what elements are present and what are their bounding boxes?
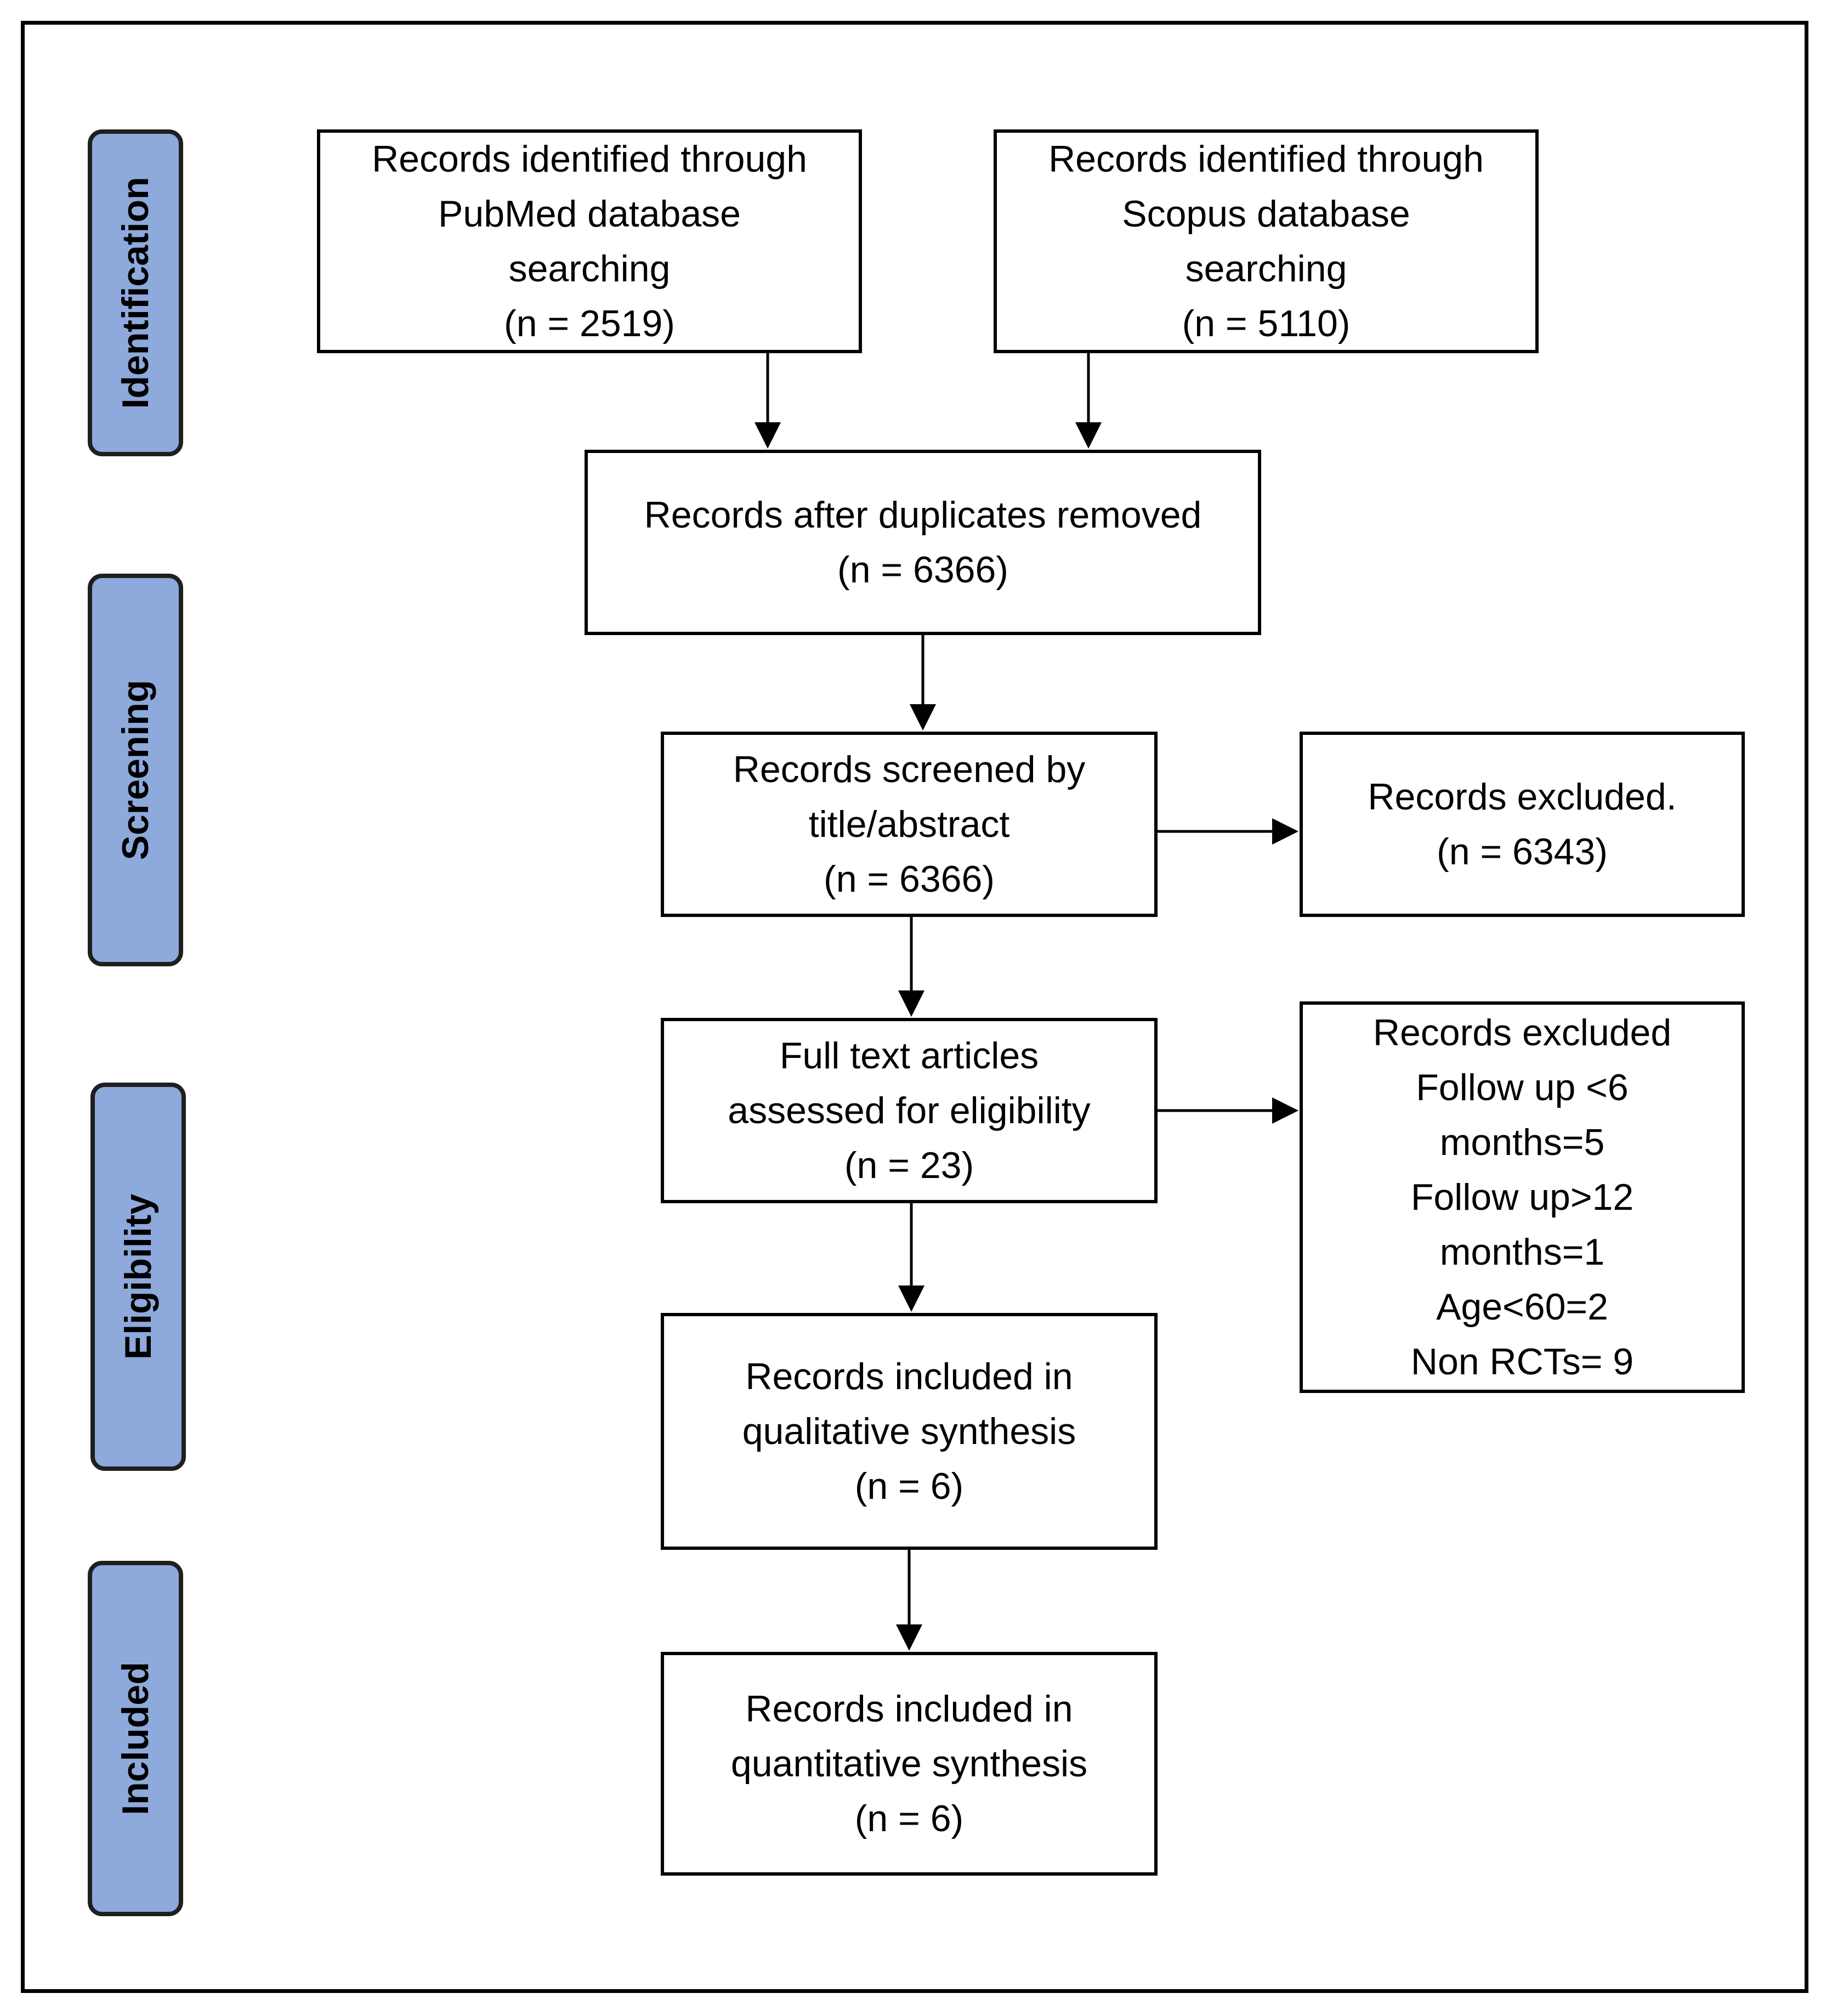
box-line: (n = 6366) <box>837 549 1008 591</box>
phase-screening: Screening <box>88 574 183 966</box>
box-line: Records identified through <box>1048 138 1484 180</box>
box-line: Follow up <6 <box>1416 1067 1629 1108</box>
arrowhead-pubmed-to-dedup <box>755 422 781 449</box>
fulltext-excluded-box: Records excluded Follow up <6 months=5 F… <box>1300 1001 1745 1393</box>
fulltext-assessed-box: Full text articles assessed for eligibil… <box>661 1018 1158 1203</box>
box-line: Follow up>12 <box>1410 1176 1634 1218</box>
box-line: assessed for eligibility <box>728 1090 1091 1131</box>
pubmed-records-box: Records identified through PubMed databa… <box>317 129 862 353</box>
diagram-frame <box>21 21 1808 1993</box>
box-line: months=1 <box>1439 1231 1605 1273</box>
box-line: Scopus database <box>1122 193 1410 235</box>
box-line: months=5 <box>1439 1122 1605 1163</box>
arrowhead-screened-to-excluded <box>1272 818 1298 845</box>
box-line: (n = 6343) <box>1437 831 1608 873</box>
box-line: Records excluded <box>1372 1012 1672 1054</box>
screened-records-box: Records screened by title/abstract (n = … <box>661 732 1158 917</box>
arrowhead-scopus-to-dedup <box>1075 422 1102 449</box>
phase-included: Included <box>88 1561 183 1916</box>
scopus-records-box: Records identified through Scopus databa… <box>994 129 1539 353</box>
box-line: Records after duplicates removed <box>644 494 1202 536</box>
box-line: Records screened by <box>733 749 1086 790</box>
deduplicated-records-box: Records after duplicates removed (n = 63… <box>585 450 1261 635</box>
box-line: PubMed database <box>438 193 741 235</box>
arrowhead-dedup-to-screened <box>910 704 936 730</box>
phase-eligibility: Eligibility <box>90 1083 186 1471</box>
quantitative-synthesis-box: Records included in quantitative synthes… <box>661 1652 1158 1876</box>
box-line: (n = 5110) <box>1182 303 1351 344</box>
qualitative-synthesis-box: Records included in qualitative synthesi… <box>661 1313 1158 1550</box>
box-line: Non RCTs= 9 <box>1410 1341 1634 1383</box>
box-line: Records included in <box>745 1356 1073 1397</box>
box-line: Age<60=2 <box>1436 1286 1608 1328</box>
box-line: quantitative synthesis <box>730 1743 1088 1785</box>
box-line: (n = 23) <box>844 1145 974 1186</box>
box-line: searching <box>508 248 671 290</box>
arrowhead-fulltext-to-excluded <box>1272 1097 1298 1124</box>
box-line: (n = 2519) <box>504 303 675 344</box>
box-line: Records identified through <box>372 138 807 180</box>
box-line: searching <box>1185 248 1347 290</box>
box-line: (n = 6) <box>854 1465 964 1507</box>
screening-excluded-box: Records excluded. (n = 6343) <box>1300 732 1745 917</box>
box-line: Full text articles <box>779 1035 1039 1077</box>
box-line: title/abstract <box>808 803 1010 845</box>
box-line: Records excluded. <box>1368 776 1677 818</box>
box-line: Records included in <box>745 1688 1073 1730</box>
box-line: (n = 6) <box>854 1798 964 1839</box>
phase-identification: Identification <box>88 129 183 456</box>
arrowhead-fulltext-to-qualitative <box>898 1286 924 1312</box>
box-line: qualitative synthesis <box>742 1411 1076 1452</box>
box-line: (n = 6366) <box>824 858 995 900</box>
arrowhead-screened-to-fulltext <box>898 990 924 1017</box>
arrowhead-qualitative-to-quantitative <box>896 1624 922 1651</box>
